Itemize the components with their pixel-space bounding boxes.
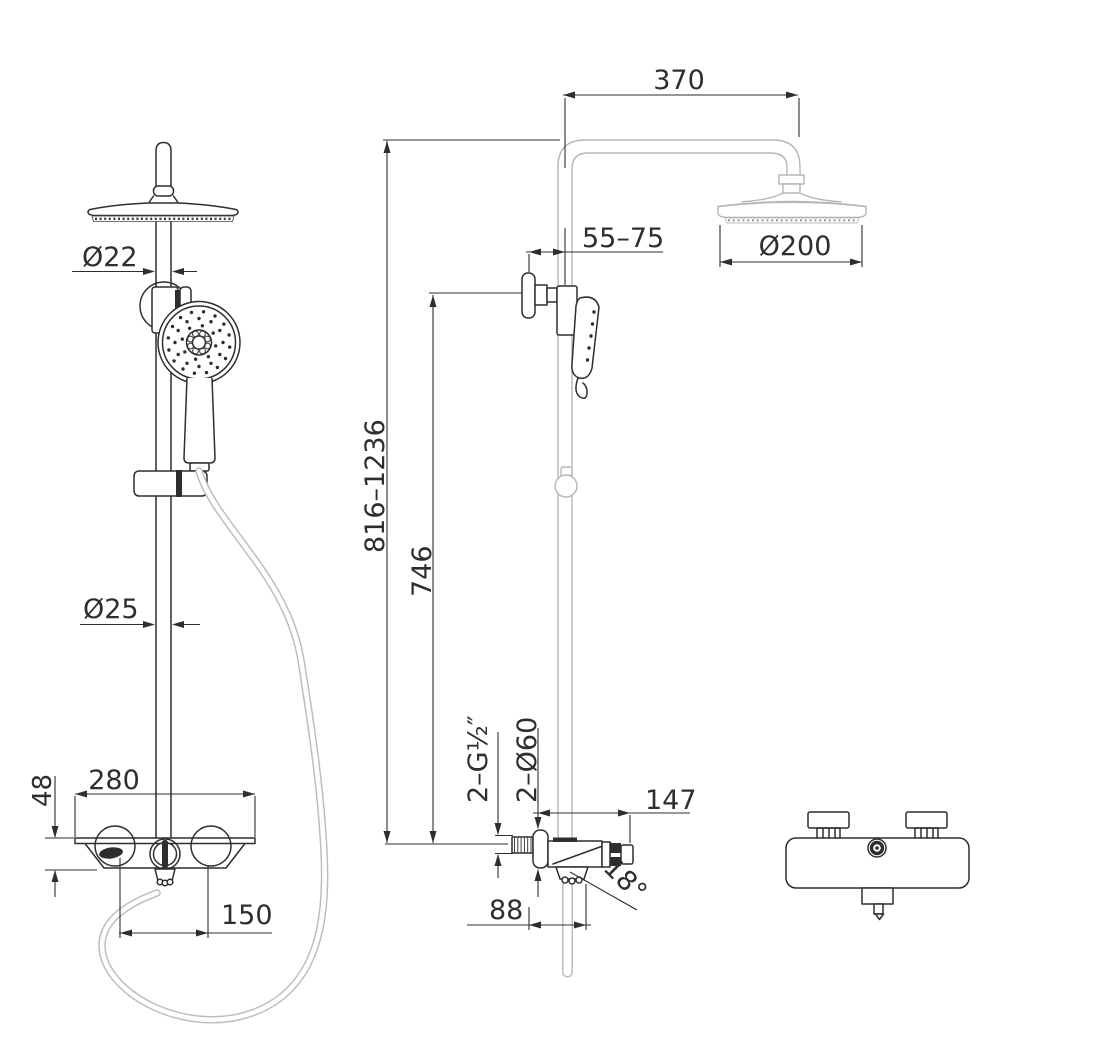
dim-wall-clearance: 55–75 bbox=[526, 223, 664, 285]
dim-label-outlet-offset: 88 bbox=[489, 895, 523, 926]
spout-tip bbox=[874, 913, 885, 921]
dim-riser-diameter: Ø25 bbox=[80, 594, 200, 628]
hand-shower-handle bbox=[183, 377, 216, 464]
side-view: 370 55–75 Ø200 816–1236 746 bbox=[360, 65, 867, 978]
left-handle-top bbox=[807, 811, 850, 829]
dim-bracket-height: 746 bbox=[407, 292, 522, 843]
inlet-thread-knurl bbox=[514, 837, 532, 853]
dim-label-body-width: 280 bbox=[88, 765, 140, 796]
side-riser-inner bbox=[571, 152, 788, 846]
head-connector-upper bbox=[778, 174, 805, 185]
dim-inlet-thread: 2–G½″ bbox=[463, 715, 513, 878]
right-handle-top bbox=[905, 811, 948, 829]
front-view: Ø22 Ø25 280 48 150 bbox=[28, 141, 329, 1024]
dim-label-spout-reach: 147 bbox=[645, 785, 697, 816]
side-riser-outer bbox=[557, 139, 801, 846]
front-head-cone bbox=[148, 195, 179, 204]
left-handle-neck bbox=[816, 827, 841, 839]
dim-valve-centers: 150 bbox=[119, 858, 273, 938]
mixer-handle-neck bbox=[601, 841, 611, 868]
outlet-nut-scallop bbox=[561, 876, 569, 884]
mixer-handle-cap bbox=[620, 844, 634, 865]
mixer-handle-band1 bbox=[610, 843, 621, 853]
mixer-left-handle-front bbox=[94, 825, 136, 867]
dim-outlet-offset: 88 bbox=[467, 884, 591, 930]
hand-shower-face bbox=[157, 300, 241, 385]
wall-bracket-stem2 bbox=[546, 287, 558, 303]
dim-label-overall-height: 816–1236 bbox=[360, 419, 391, 553]
front-nozzle-band bbox=[91, 215, 235, 222]
dim-label-wall-clearance: 55–75 bbox=[582, 223, 664, 254]
front-shower-head bbox=[87, 202, 239, 217]
hand-shower-hook bbox=[575, 377, 588, 399]
dim-label-arm-reach: 370 bbox=[653, 65, 705, 96]
slider-clamp-bar bbox=[176, 470, 182, 497]
dim-escutcheon-diameter: 2–Ø60 bbox=[512, 717, 543, 897]
side-head-dome bbox=[717, 201, 867, 208]
hand-shower-center-rosette bbox=[185, 329, 213, 356]
right-handle-neck bbox=[914, 827, 939, 839]
dim-label-valve-centers: 150 bbox=[221, 900, 273, 931]
spout-top bbox=[861, 887, 894, 905]
dim-label-shelf-drop: 48 bbox=[28, 774, 58, 807]
slider-knob-side bbox=[554, 474, 578, 498]
head-connector-lower bbox=[782, 183, 801, 194]
dim-spout-reach: 147 bbox=[533, 785, 697, 843]
dim-label-inlet-thread: 2–G½″ bbox=[463, 715, 494, 803]
escutcheon-flange bbox=[532, 829, 549, 869]
dim-overall-height: 816–1236 bbox=[360, 139, 560, 845]
hand-shower-side-dots bbox=[585, 310, 596, 362]
diverter-outer bbox=[867, 838, 887, 858]
mixer-right-handle-front bbox=[190, 825, 232, 867]
spout-stem bbox=[873, 903, 884, 915]
dim-shelf-drop: 48 bbox=[28, 774, 97, 897]
head-cone-side bbox=[741, 192, 842, 203]
dim-top-pipe-diameter: Ø22 bbox=[72, 242, 197, 275]
mixer-top-tab bbox=[553, 837, 577, 842]
dim-label-riser-diameter: Ø25 bbox=[83, 594, 139, 625]
diverter-dot bbox=[875, 846, 879, 850]
outlet-nut-scallop bbox=[568, 877, 576, 885]
dim-arm-reach: 370 bbox=[563, 65, 800, 168]
front-pipe-collar bbox=[152, 185, 175, 197]
dim-label-top-pipe-diameter: Ø22 bbox=[82, 242, 138, 273]
top-view bbox=[785, 811, 970, 921]
wall-bracket-flange bbox=[521, 272, 536, 319]
center-valve-slot bbox=[162, 840, 168, 868]
dim-body-width: 280 bbox=[74, 765, 256, 837]
inlet-thread-stub bbox=[511, 836, 534, 854]
hand-shower-nozzle-dots bbox=[166, 310, 232, 375]
mixer-body-top bbox=[785, 837, 970, 889]
diverter-knob-front bbox=[99, 847, 123, 859]
front-top-pipe bbox=[155, 141, 172, 186]
wall-bracket-stem bbox=[534, 284, 548, 306]
outlet-nut-scallop bbox=[166, 878, 174, 886]
mixer-handle-band2 bbox=[610, 857, 621, 866]
diverter-ring bbox=[869, 840, 885, 856]
hand-shower-side bbox=[571, 296, 600, 380]
front-shower-hose bbox=[98, 467, 329, 1024]
dim-label-head-diameter: Ø200 bbox=[759, 231, 832, 262]
dim-head-diameter: Ø200 bbox=[719, 225, 863, 267]
side-nozzle-band bbox=[724, 217, 860, 224]
slider-clamp bbox=[133, 470, 208, 497]
